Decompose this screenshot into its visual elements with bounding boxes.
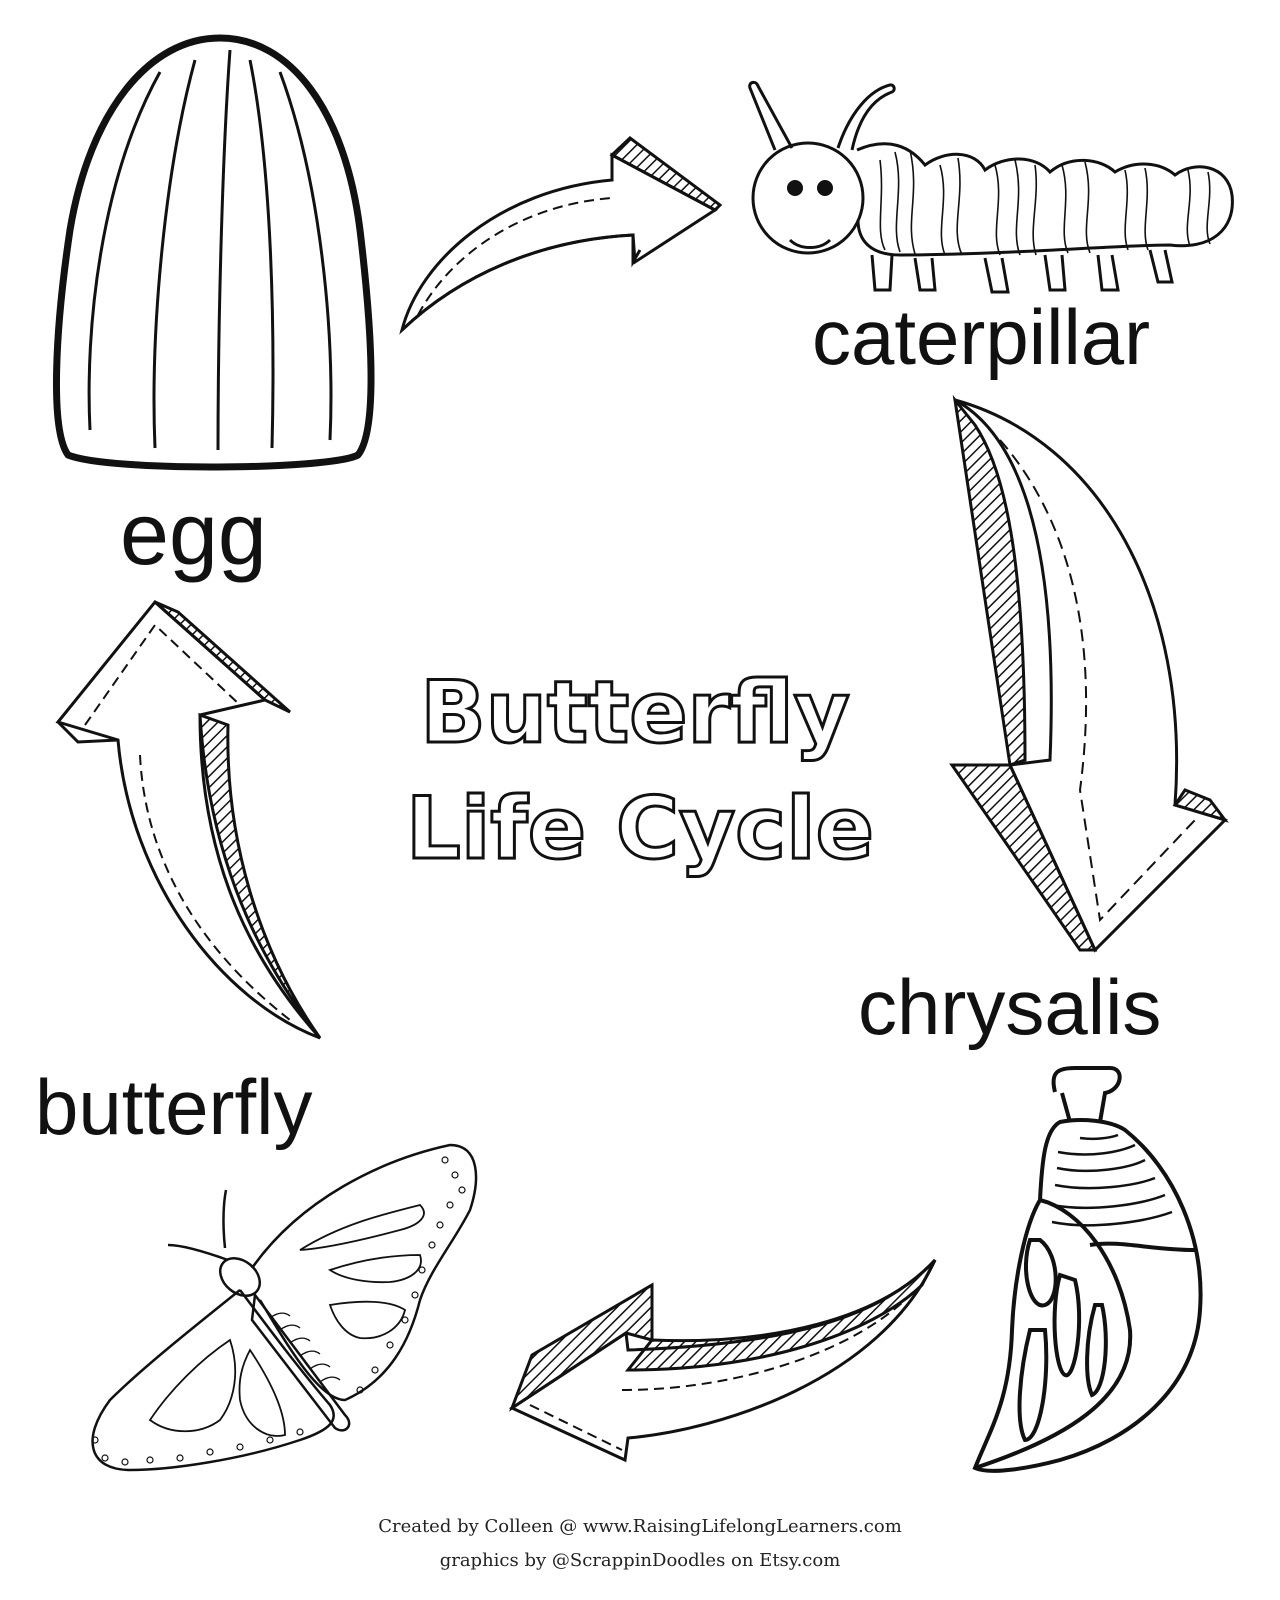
footer-graphics: graphics by @ScrappinDoodles on Etsy.com — [439, 1550, 841, 1571]
stage-label-egg: egg — [120, 484, 267, 583]
stage-label-chrysalis: chrysalis — [858, 963, 1162, 1051]
stage-label-butterfly: butterfly — [35, 1063, 313, 1151]
title-line-1: Butterfly — [420, 663, 850, 763]
stage-label-caterpillar: caterpillar — [812, 293, 1151, 381]
title-line-2: Life Cycle — [406, 779, 874, 879]
footer-credit: Created by Colleen @ www.RaisingLifelong… — [378, 1516, 902, 1537]
